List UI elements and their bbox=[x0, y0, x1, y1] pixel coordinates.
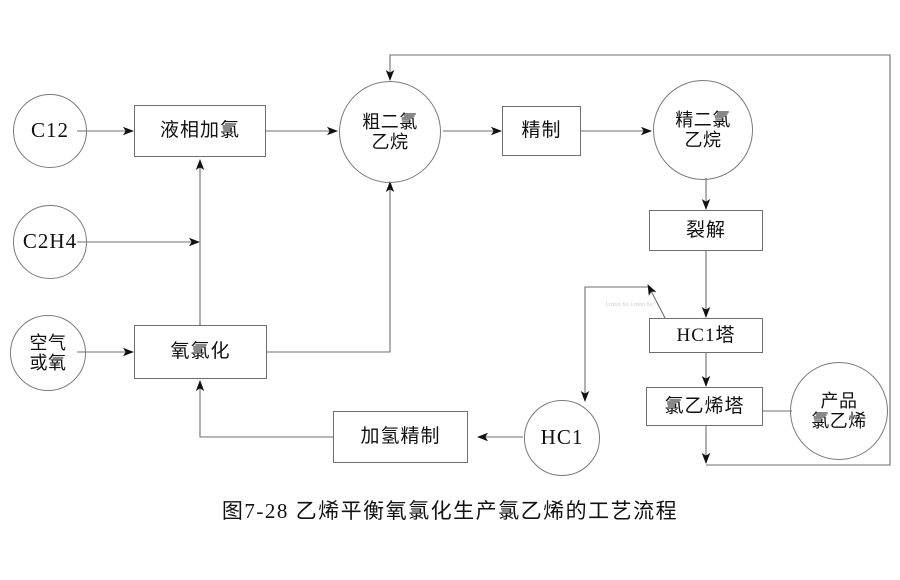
edge-hydro-refining-to-oxychlorination bbox=[195, 380, 333, 438]
node-c2h4[interactable]: C2H4 bbox=[13, 205, 87, 279]
node-crude-edc-label: 粗二氯 乙烷 bbox=[362, 111, 418, 152]
node-vcm-column[interactable]: 氯乙烯塔 bbox=[646, 387, 763, 426]
node-product-vcm[interactable]: 产品 氯乙烯 bbox=[790, 362, 888, 460]
node-hcl-label: HC1 bbox=[540, 425, 584, 450]
edge-hcl-column-to-hcl-circle bbox=[580, 286, 648, 402]
node-hydro-refining[interactable]: 加氢精制 bbox=[333, 411, 468, 463]
edge-hcl-column-diagonal bbox=[647, 284, 666, 319]
edge-oxychlorination-to-crude-edc bbox=[267, 181, 395, 353]
figure-caption: 图7-28 乙烯平衡氧氯化生产氯乙烯的工艺流程 bbox=[221, 499, 679, 523]
node-refining[interactable]: 精制 bbox=[502, 106, 581, 156]
node-hcl-column-label: HC1塔 bbox=[676, 324, 736, 346]
node-refining-label: 精制 bbox=[521, 120, 562, 142]
edge-recycle-loop-to-crude-edc bbox=[385, 54, 891, 466]
node-hcl-column[interactable]: HC1塔 bbox=[649, 318, 763, 353]
node-air-or-oxygen[interactable]: 空气 或氧 bbox=[10, 315, 86, 391]
node-air-or-oxygen-label: 空气 或氧 bbox=[29, 332, 67, 373]
node-pure-edc[interactable]: 精二氯 乙烷 bbox=[653, 80, 753, 180]
node-cl2[interactable]: C12 bbox=[13, 94, 87, 168]
node-hcl[interactable]: HC1 bbox=[524, 400, 600, 476]
node-pure-edc-label: 精二氯 乙烷 bbox=[675, 109, 731, 150]
node-oxychlorination-label: 氧氯化 bbox=[170, 341, 231, 363]
node-liquid-chlorination-label: 液相加氯 bbox=[159, 120, 240, 142]
scan-artifact-text: Lroon 5x Lroon 5x bbox=[606, 302, 654, 308]
node-hydro-refining-label: 加氢精制 bbox=[360, 426, 441, 448]
node-product-vcm-label: 产品 氯乙烯 bbox=[811, 390, 867, 431]
node-oxychlorination[interactable]: 氧氯化 bbox=[134, 325, 267, 379]
node-liquid-chlorination[interactable]: 液相加氯 bbox=[134, 105, 266, 157]
node-crude-edc[interactable]: 粗二氯 乙烷 bbox=[339, 81, 441, 183]
node-cracking-label: 裂解 bbox=[685, 219, 726, 241]
node-cracking[interactable]: 裂解 bbox=[649, 210, 763, 251]
node-cl2-label: C12 bbox=[30, 118, 69, 143]
node-vcm-column-label: 氯乙烯塔 bbox=[664, 395, 745, 417]
node-c2h4-label: C2H4 bbox=[22, 229, 78, 254]
